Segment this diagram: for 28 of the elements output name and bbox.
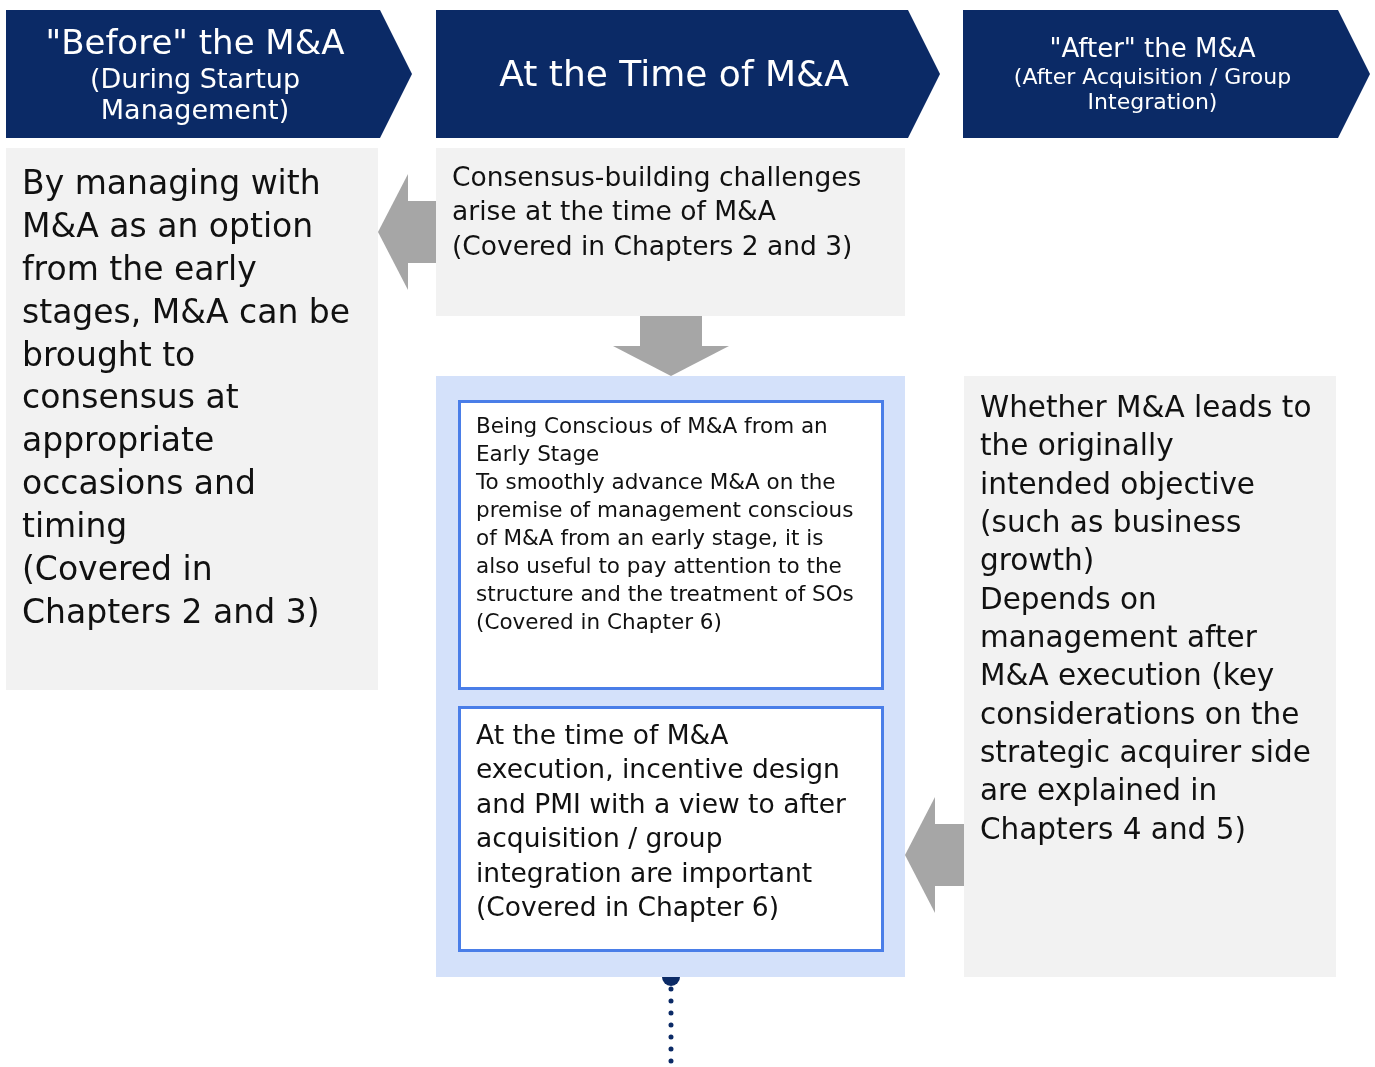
phase-subtitle: (After Acquisition / Group Integration) — [1012, 63, 1293, 115]
block-arrow — [378, 174, 436, 290]
phase-title: At the Time of M&A — [499, 53, 849, 95]
description-text: Consensus-building challenges arise at the time of M&A — [452, 160, 863, 229]
phase-title: "Before" the M&A — [45, 23, 345, 63]
phase-header-banner — [436, 10, 940, 138]
content-box — [458, 706, 884, 952]
description-text: (Covered in Chapter 6) — [476, 890, 781, 925]
description-text: (Covered in Chapters 2 and 3) — [22, 548, 321, 633]
description-text: Depends on management after M&A execution (key considerations on the strategic acquirer side are explained in Chapters 4 and 5) — [980, 580, 1312, 848]
content-box — [458, 400, 884, 690]
text-panel — [6, 148, 378, 690]
description-text: By managing with M&A as an option from the early stages, M&A can be brought to consensus at appropriate occasions and timing — [22, 162, 352, 548]
text-panel — [436, 148, 905, 316]
phase-header-banner — [6, 10, 412, 138]
phase-subtitle: (During Startup Management) — [88, 62, 302, 125]
description-text: At the time of M&A execution, incentive design and PMI with a view to after acquisition / group integration are important — [476, 718, 847, 890]
text-panel — [964, 376, 1336, 977]
description-text: Whether M&A leads to the originally intended objective (such as business growth) — [980, 389, 1312, 580]
block-arrow — [905, 797, 964, 913]
description-text: (Covered in Chapter 6) — [476, 607, 723, 636]
description-text: (Covered in Chapters 2 and 3) — [452, 228, 854, 263]
block-arrow — [613, 316, 729, 376]
group-panel — [436, 376, 905, 977]
description-text: Being Conscious of M&A from an Early Stage — [476, 412, 829, 468]
phase-title: "After" the M&A — [1049, 33, 1256, 64]
description-text: To smoothly advance M&A on the premise of management conscious of M&A from an early stage, it is also useful to pay attention to the structure and the treatment of SOs — [476, 467, 855, 608]
phase-header-banner — [963, 10, 1370, 138]
